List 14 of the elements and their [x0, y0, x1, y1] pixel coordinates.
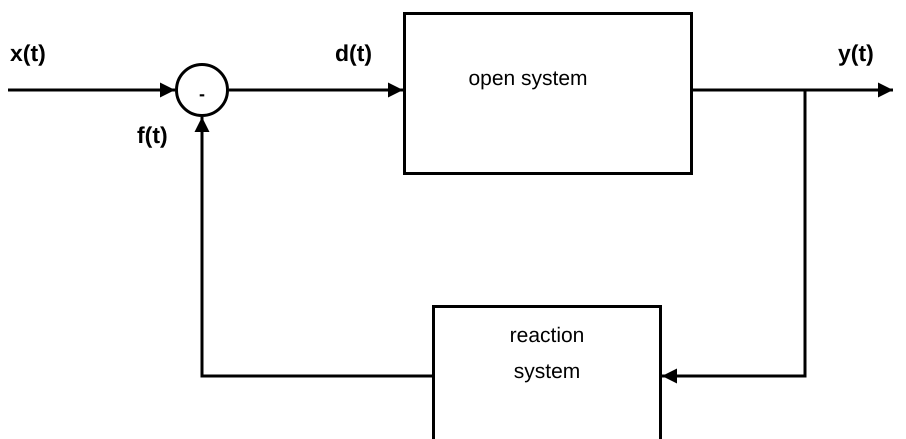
arrow: [194, 117, 432, 378]
block-label: open system: [468, 66, 588, 92]
signal-label: x(t): [10, 42, 46, 65]
summing-junction: [175, 63, 229, 117]
arrow: [662, 88, 806, 384]
signal-label: y(t): [838, 42, 874, 65]
arrow: [8, 82, 175, 98]
block-label: reaction system: [508, 323, 586, 385]
process-box: [432, 305, 662, 439]
arrow: [229, 82, 403, 98]
signal-label: d(t): [335, 42, 372, 65]
minus-sign: -: [199, 85, 205, 103]
signal-label: f(t): [137, 124, 168, 147]
process-box: [403, 12, 693, 175]
